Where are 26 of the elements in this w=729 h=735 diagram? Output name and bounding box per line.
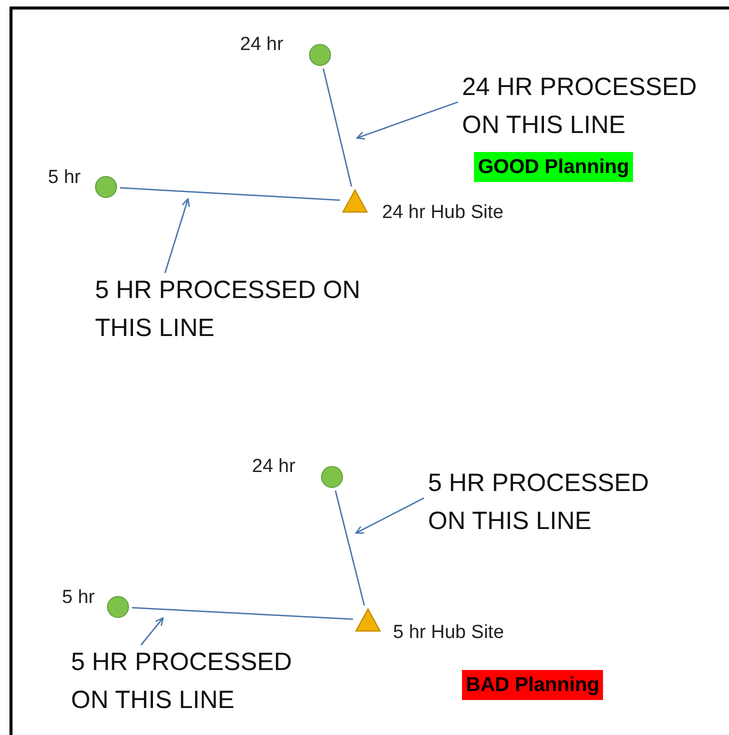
connector-line xyxy=(322,68,352,187)
site-circle xyxy=(107,596,129,618)
hub-label: 5 hr Hub Site xyxy=(393,622,504,644)
leader-arrow xyxy=(140,617,164,646)
connector-line xyxy=(120,187,340,201)
callout-text: 5 HR PROCESSED ON THIS LINE xyxy=(95,271,395,347)
callout-text: 5 HR PROCESSED ON THIS LINE xyxy=(71,643,326,719)
connector-line xyxy=(132,607,354,620)
site-circle xyxy=(95,176,117,198)
callout-text: 5 HR PROCESSED ON THIS LINE xyxy=(428,464,683,540)
leader-arrow xyxy=(164,198,190,274)
site-circle xyxy=(321,466,343,488)
hub-triangle xyxy=(342,189,368,213)
site-circle xyxy=(309,44,331,66)
hub-label: 24 hr Hub Site xyxy=(382,202,504,224)
connector-line xyxy=(334,490,365,606)
site-label: 5 hr xyxy=(62,587,95,609)
site-label: 5 hr xyxy=(48,167,81,189)
leader-arrow xyxy=(356,101,458,140)
site-label: 24 hr xyxy=(252,456,296,478)
site-label: 24 hr xyxy=(240,34,284,56)
leader-arrow xyxy=(355,497,424,534)
hub-triangle xyxy=(355,608,381,632)
planning-label: BAD Planning xyxy=(462,670,604,700)
planning-label: GOOD Planning xyxy=(474,152,634,182)
callout-text: 24 HR PROCESSED ON THIS LINE xyxy=(462,68,724,144)
